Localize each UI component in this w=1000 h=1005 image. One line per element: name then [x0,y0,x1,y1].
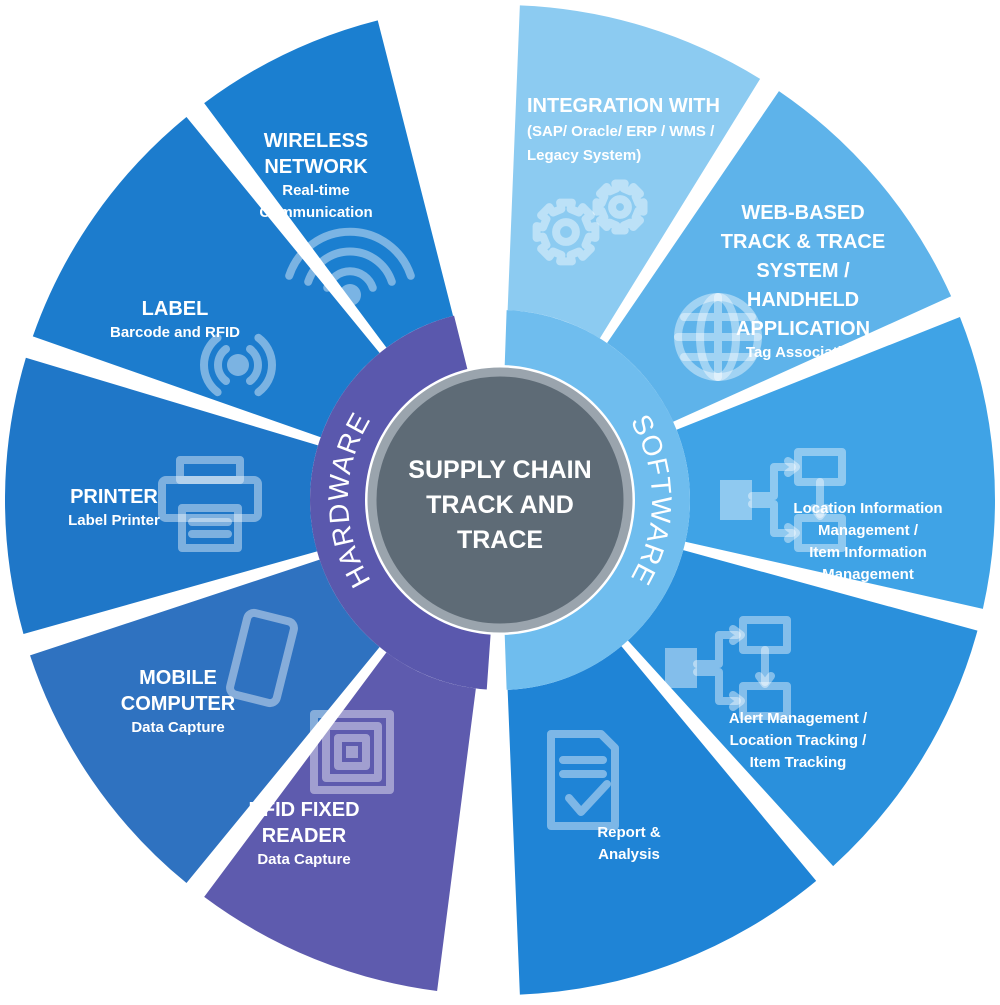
hardware-segment-5 [204,652,476,991]
rfid-fixed-reader-label-title: READER [262,825,347,847]
hardware-ring [309,315,491,690]
rfid-tag-icon [310,710,394,794]
report-analysis-label: Report & Analysis [597,824,661,863]
web-based-system-label: WEB-BASED TRACK & TRACE SYSTEM / HANDHELD AP… [721,202,885,361]
software-segment-1 [507,5,761,339]
printer-label-title: PRINTER [70,486,158,508]
center-title: SUPPLY CHAIN TRACK AND TRACE [408,456,591,554]
software-segment-4 [627,550,978,867]
software-segment-5 [507,646,817,995]
alert-management-label: Alert Management / Location Tracking / Ite… [729,710,868,771]
integration-label: INTEGRATION WITH (SAP/ Oracle/ ERP / WMS … [527,95,720,164]
location-information-label-subtitle: Location Information [793,500,942,517]
mobile-computer-label-subtitle: Data Capture [131,719,224,736]
web-based-system-label-title: TRACK & TRACE [721,231,885,253]
wireless-network-label-subtitle: Communication [259,204,372,221]
label-label: LABEL Barcode and RFID [110,298,240,341]
hardware-segment-3 [4,357,319,634]
printer-icon [158,456,262,552]
flowchart-icon [665,616,791,720]
web-based-system-label-title: APPLICATION [736,318,870,340]
wifi-icon [285,227,415,306]
rfid-signal-icon [200,333,276,397]
location-information-label-subtitle: Management [822,566,914,583]
wireless-network-label-title: WIRELESS [264,130,368,152]
software-segment-2 [607,91,952,422]
label-label-title: LABEL [142,298,209,320]
integration-label-title: INTEGRATION WITH [527,95,720,117]
wireless-network-label-subtitle: Real-time [282,182,350,199]
printer-label-subtitle: Label Printer [68,512,160,529]
location-information-label-subtitle: Item Information [809,544,927,561]
software-ring [504,310,691,690]
center-circle [367,367,633,633]
mobile-computer-label: MOBILE COMPUTER Data Capture [121,667,236,736]
report-analysis-label-subtitle: Analysis [598,846,660,863]
hardware-segment-2 [32,116,380,438]
label-label-subtitle: Barcode and RFID [110,324,240,341]
alert-management-label-subtitle: Location Tracking / [730,732,868,749]
location-information-label-subtitle: Management / [818,522,919,539]
software-segment-3 [676,316,996,609]
integration-label-subtitle: Legacy System) [527,147,641,164]
globe-icon [674,293,762,381]
center-title-line: SUPPLY CHAIN [408,456,591,484]
wireless-network-label-title: NETWORK [264,156,368,178]
gears-icon [532,179,648,266]
printer-label: PRINTER Label Printer [68,486,160,529]
center-title-line: TRACK AND [426,491,574,519]
rfid-fixed-reader-label: RFID FIXED READER Data Capture [248,799,359,868]
mobile-computer-label-title: MOBILE [139,667,217,689]
web-based-system-label-title: WEB-BASED [741,202,864,224]
mobile-computer-label-title: COMPUTER [121,693,236,715]
hardware-segment-1 [204,20,454,348]
rfid-fixed-reader-label-title: RFID FIXED [248,799,359,821]
hardware-segment-4 [30,559,380,884]
rfid-fixed-reader-label-subtitle: Data Capture [257,851,350,868]
report-checklist-icon [547,730,619,830]
web-based-system-label-title: HANDHELD [747,289,859,311]
smartphone-icon [226,608,298,708]
integration-label-subtitle: (SAP/ Oracle/ ERP / WMS / [527,123,715,140]
alert-management-label-subtitle: Item Tracking [750,754,847,771]
web-based-system-label-title: SYSTEM / [756,260,850,282]
flowchart-icon [720,448,846,552]
report-analysis-label-subtitle: Report & [597,824,661,841]
web-based-system-label-subtitle: Tag Association [746,344,860,361]
center-title-line: TRACE [457,526,543,554]
alert-management-label-subtitle: Alert Management / [729,710,868,727]
